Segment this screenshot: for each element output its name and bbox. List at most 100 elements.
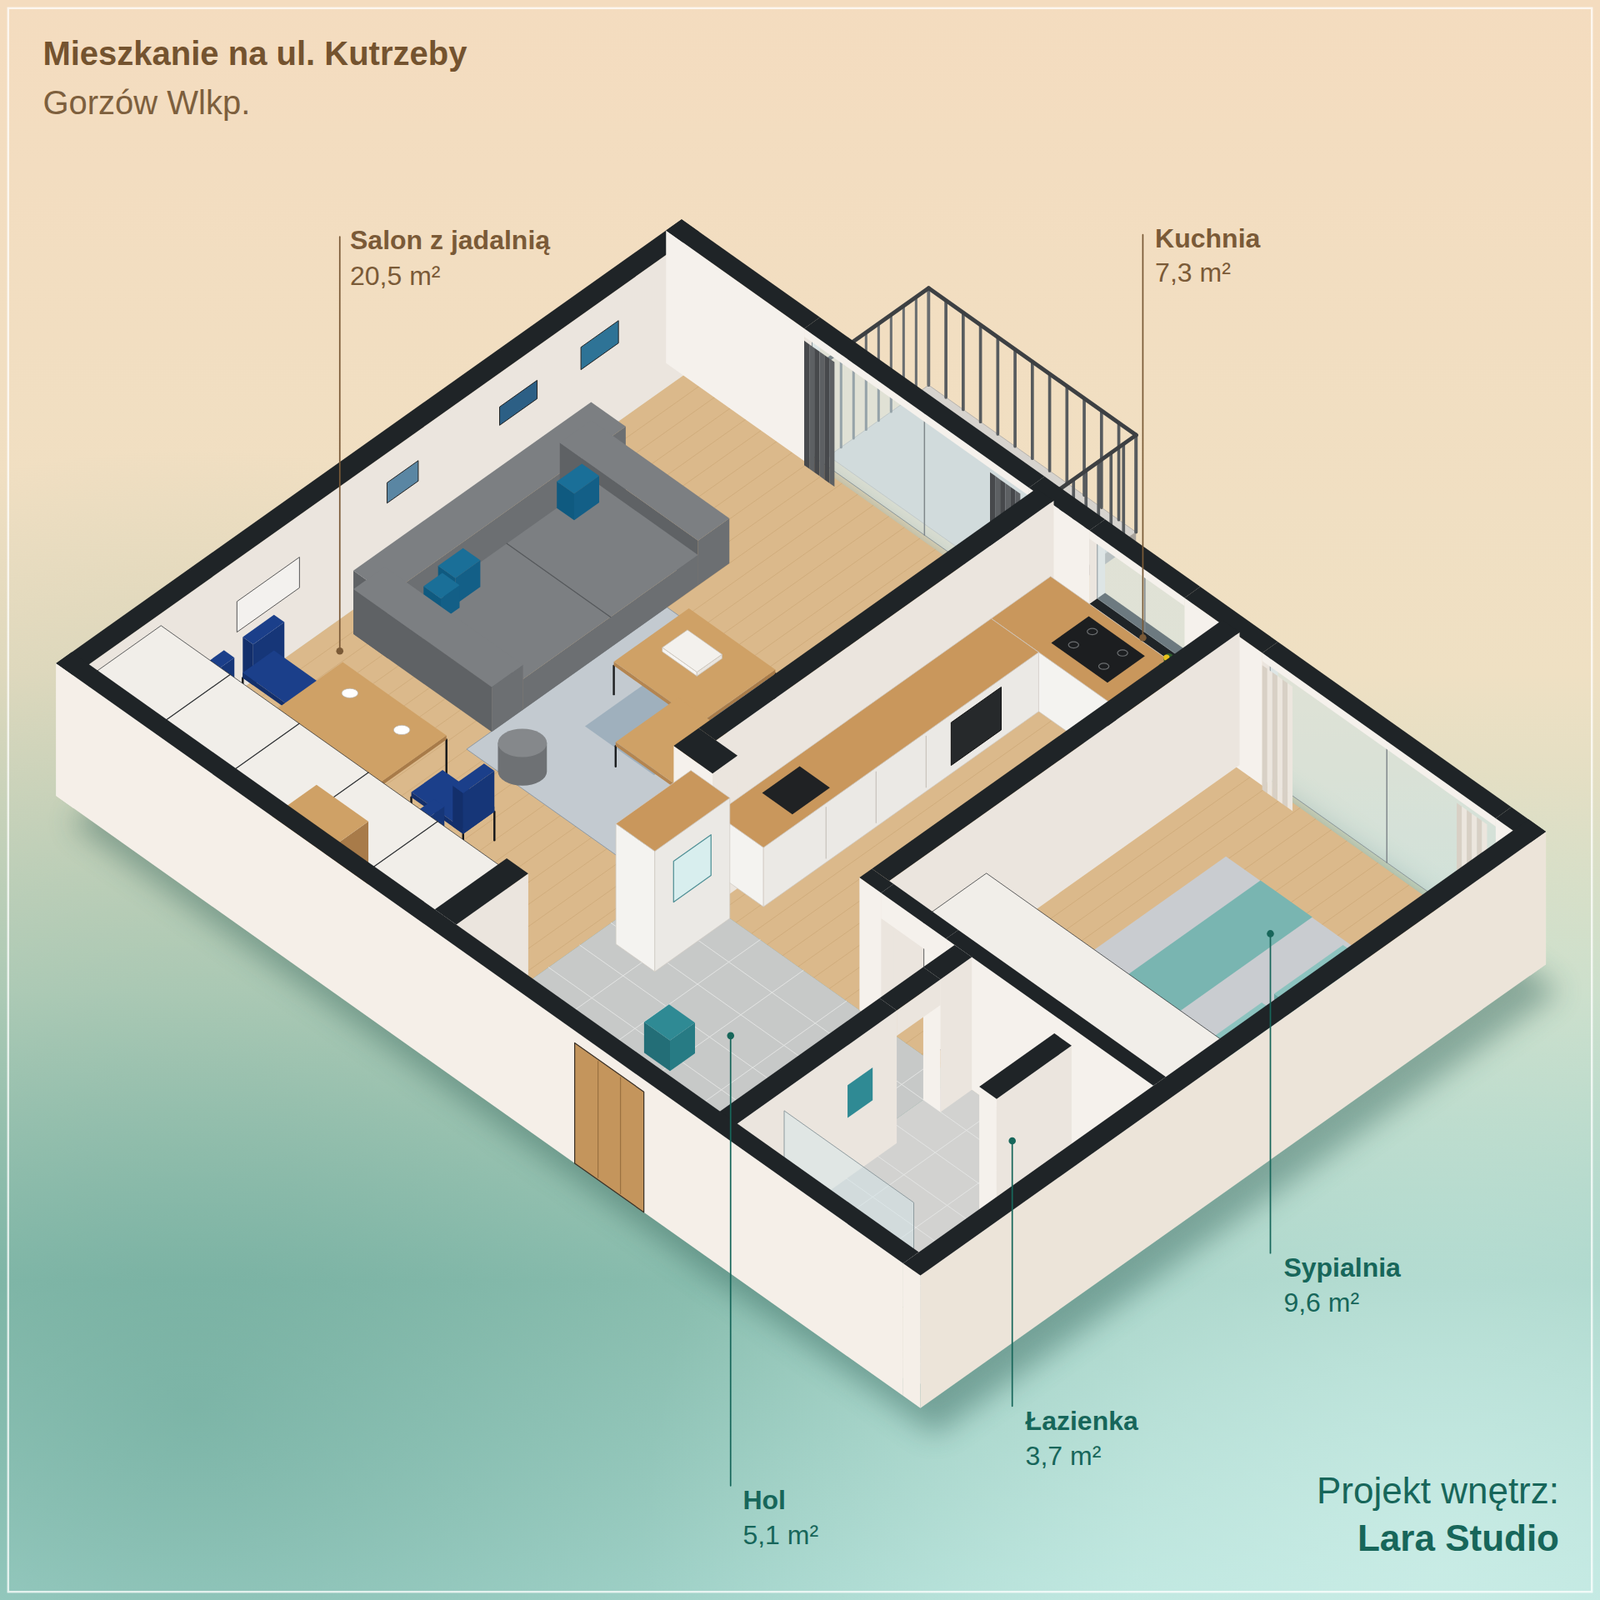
wall	[435, 858, 529, 925]
bag	[644, 1004, 695, 1040]
curtain	[1282, 679, 1288, 808]
wall	[871, 620, 1240, 881]
sofa-seam	[506, 543, 610, 617]
wardrobe-edge	[227, 723, 300, 775]
curtain	[814, 347, 820, 476]
wall-picture	[580, 320, 619, 370]
wall-picture	[386, 460, 418, 504]
table-leg	[615, 745, 617, 766]
plate	[341, 688, 359, 698]
curtain	[809, 344, 815, 473]
leader-dot	[1266, 930, 1275, 938]
leader-line	[1270, 933, 1272, 1253]
pouf	[497, 728, 547, 757]
credit-name: Lara Studio	[1357, 1516, 1560, 1561]
leader-dot	[1139, 634, 1147, 642]
wardrobe-edge	[158, 675, 230, 726]
burner	[1098, 663, 1109, 670]
door-panel	[597, 1061, 599, 1179]
chair-leg	[493, 811, 495, 840]
curtain	[1277, 675, 1283, 805]
wall	[940, 957, 973, 1113]
book	[662, 630, 723, 673]
door-panel	[620, 1077, 621, 1195]
room-name: Sypialnia	[1283, 1251, 1401, 1284]
railing-bar	[1134, 435, 1138, 532]
wall-picture	[500, 380, 538, 425]
burner	[1117, 650, 1128, 656]
railing-bar	[915, 296, 918, 394]
curtain	[1262, 665, 1268, 794]
sink	[762, 765, 830, 815]
frame-border	[8, 8, 1592, 1592]
outer-wall	[920, 831, 1546, 1409]
wall	[879, 967, 940, 1011]
chair	[242, 615, 285, 645]
leader-lines	[335, 235, 1274, 1486]
railing-bar	[1117, 422, 1121, 520]
room-name: Salon z jadalnią	[350, 224, 550, 256]
leader-line	[730, 1035, 732, 1486]
room-name: Hol	[742, 1484, 786, 1516]
room-area: 9,6 m²	[1283, 1286, 1360, 1319]
curtain	[824, 355, 830, 484]
cushion	[423, 573, 460, 600]
credit-label: Projekt wnętrz:	[1316, 1469, 1560, 1514]
railing-bar	[1030, 361, 1035, 459]
window-lintel	[804, 328, 1030, 496]
cabinet-door	[875, 771, 877, 823]
curtain	[1287, 683, 1293, 812]
outer-wall	[903, 1263, 921, 1409]
railing-bar	[1013, 349, 1017, 446]
wardrobe-edge	[365, 821, 438, 873]
railing-bar	[979, 325, 983, 422]
leader-line	[1142, 235, 1145, 639]
window-lintel	[1262, 641, 1512, 819]
window-lintel	[804, 317, 1045, 488]
curtain	[819, 351, 825, 480]
wall	[673, 728, 738, 774]
railing-bar	[1134, 435, 1138, 532]
table-leg	[612, 665, 615, 695]
railing-bar	[1048, 374, 1052, 471]
window-frame	[1385, 738, 1387, 863]
chair	[452, 785, 463, 835]
sofa	[353, 566, 524, 687]
room-name: Łazienka	[1025, 1405, 1139, 1437]
subtitle: Gorzów Wlkp.	[42, 82, 250, 123]
railing-bar	[927, 288, 930, 385]
plate	[393, 725, 410, 735]
oven	[950, 686, 1001, 765]
tall-cabinet	[615, 770, 730, 851]
railing-bar	[1121, 444, 1125, 541]
railing-bar	[927, 288, 931, 385]
outer-wall	[55, 652, 919, 1264]
cooktop	[1050, 615, 1145, 683]
room-name: Kuchnia	[1155, 222, 1260, 255]
towel	[847, 1067, 873, 1118]
room-area: 5,1 m²	[742, 1519, 819, 1551]
burner	[1087, 628, 1098, 635]
leader-dot	[726, 1032, 735, 1040]
leader-line	[1011, 1140, 1014, 1406]
window-frame	[924, 410, 925, 535]
curtain	[804, 340, 810, 470]
railing-bar	[944, 300, 948, 397]
outer-wall	[903, 819, 1546, 1275]
window-lintel	[1089, 519, 1200, 598]
room-area: 3,7 m²	[1025, 1440, 1102, 1472]
curtain	[829, 358, 835, 487]
wall	[665, 219, 820, 329]
cabinet-door	[925, 735, 927, 787]
chair	[452, 763, 495, 794]
room-area: 7,3 m²	[1155, 256, 1231, 289]
burner	[1068, 641, 1079, 648]
cabinet-picture	[673, 835, 711, 903]
leader-dot	[1008, 1137, 1016, 1145]
wall	[979, 1033, 1072, 1100]
railing-bar	[1065, 385, 1069, 483]
